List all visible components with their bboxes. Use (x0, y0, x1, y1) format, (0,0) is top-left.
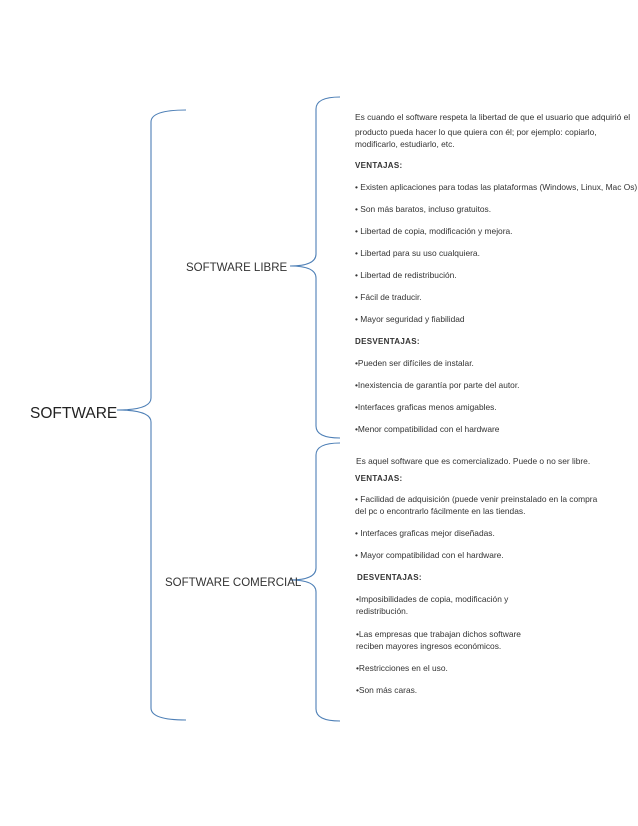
libre-ventaja-item: • Son más baratos, incluso gratuitos. (355, 204, 492, 214)
libre-desventaja-item: •Inexistencia de garantía por parte del … (355, 380, 520, 390)
libre-ventaja-item: • Libertad de redistribución. (355, 270, 457, 280)
comercial-brace (289, 442, 341, 722)
comercial-desventaja-item: reciben mayores ingresos económicos. (356, 641, 502, 651)
libre-brace (289, 96, 341, 439)
root-brace (116, 109, 187, 721)
comercial-desventaja-item: •Restricciones en el uso. (356, 663, 448, 673)
comercial-desventaja-item: redistribución. (356, 606, 409, 616)
libre-description-line: producto pueda hacer lo que quiera con é… (355, 127, 597, 137)
libre-desventajas-title: DESVENTAJAS: (355, 337, 420, 346)
comercial-ventaja-item: • Interfaces graficas mejor diseñadas. (355, 528, 495, 538)
libre-description-line: Es cuando el software respeta la liberta… (355, 112, 631, 122)
libre-ventaja-item: • Existen aplicaciones para todas las pl… (355, 182, 638, 192)
libre-ventajas-title: VENTAJAS: (355, 161, 403, 170)
comercial-ventaja-item: del pc o encontrarlo fácilmente en las t… (355, 506, 526, 516)
branch-label-comercial: SOFTWARE COMERCIAL (165, 577, 302, 589)
comercial-ventaja-item: • Facilidad de adquisición (puede venir … (355, 494, 598, 504)
comercial-desventajas-title: DESVENTAJAS: (357, 573, 422, 582)
libre-ventaja-item: • Libertad de copia, modificación y mejo… (355, 226, 513, 236)
comercial-ventajas-title: VENTAJAS: (355, 474, 403, 483)
libre-description-line: modificarlo, estudiarlo, etc. (355, 139, 455, 149)
libre-ventaja-item: • Libertad para su uso cualquiera. (355, 248, 480, 258)
comercial-desventaja-item: •Son más caras. (356, 685, 418, 695)
comercial-desventaja-item: •Las empresas que trabajan dichos softwa… (356, 629, 521, 639)
libre-ventaja-item: • Fácil de traducir. (355, 292, 422, 302)
comercial-description-line: Es aquel software que es comercializado.… (356, 456, 591, 466)
libre-desventaja-item: •Interfaces graficas menos amigables. (355, 402, 497, 412)
root-label: SOFTWARE (30, 405, 118, 422)
libre-desventaja-item: •Pueden ser difíciles de instalar. (355, 358, 474, 368)
branch-label-libre: SOFTWARE LIBRE (186, 262, 288, 274)
libre-ventaja-item: • Mayor seguridad y fiabilidad (355, 314, 465, 324)
libre-desventaja-item: •Menor compatibilidad con el hardware (355, 424, 500, 434)
comercial-ventaja-item: • Mayor compatibilidad con el hardware. (355, 550, 504, 560)
comercial-desventaja-item: •Imposibilidades de copia, modificación … (356, 594, 509, 604)
